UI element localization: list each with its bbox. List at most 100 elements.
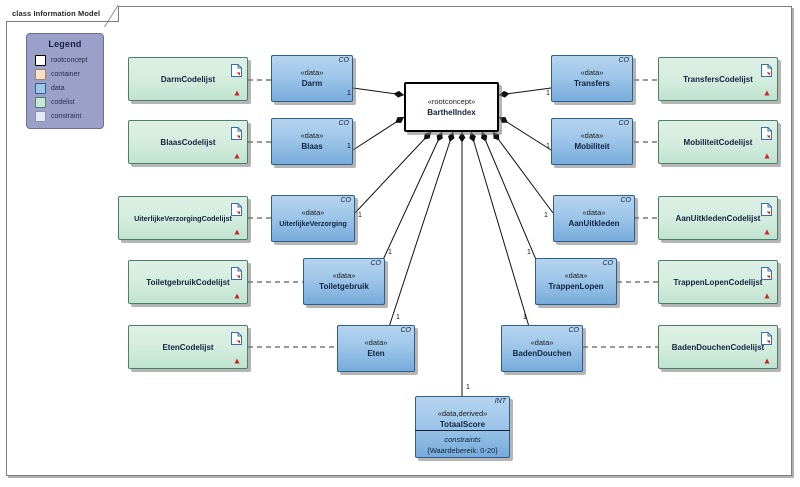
marker-icon — [234, 358, 240, 364]
node-label: BadenDouchenCodelijst — [658, 325, 792, 369]
document-icon — [761, 267, 772, 280]
legend-label-codelist: codelist — [51, 98, 75, 106]
stereotype: «data» — [564, 271, 588, 280]
codelist-uiterlijkeverzorgingcodelijst[interactable]: UiterlijkeVerzorgingCodelijst — [118, 196, 251, 243]
legend-title: Legend — [48, 39, 82, 49]
node-label: «data» Toiletgebruik — [303, 258, 385, 305]
stereotype: «data» — [582, 208, 606, 217]
node-body — [404, 82, 499, 132]
codelist-name-badendouchen: BadenDouchenCodelijst — [671, 342, 765, 352]
node-label: TrappenLopenCodelijst — [658, 260, 792, 304]
node-body — [535, 258, 617, 305]
stereotype: «data» — [580, 131, 604, 140]
legend-panel: Legend rootconcept container data codeli… — [26, 33, 104, 129]
stereotype: «data» — [300, 68, 324, 77]
class-transfers[interactable]: CO «data» Transfers — [551, 55, 636, 105]
legend-item-data: data — [35, 81, 103, 95]
multiplicity-transfers: 1 — [546, 90, 550, 97]
codelist-name-darm: DarmCodelijst — [160, 74, 216, 84]
node-body — [271, 55, 353, 102]
node-label: «data» BadenDouchen — [501, 325, 583, 372]
codelist-mobiliteitcodelijst[interactable]: MobiliteitCodelijst — [658, 120, 781, 167]
codelist-transferscodelijst[interactable]: TransfersCodelijst — [658, 57, 781, 104]
type-badge: CO — [370, 260, 382, 267]
codelist-toiletgebruikcodelijst[interactable]: ToiletgebruikCodelijst — [128, 260, 251, 307]
class-darm[interactable]: CO «data» Darm — [271, 55, 356, 105]
class-aanuitkleden[interactable]: CO «data» AanUitkleden — [553, 195, 638, 245]
node-label: «data» Blaas — [271, 118, 353, 165]
node-body — [553, 195, 635, 242]
multiplicity-totaalscore: 1 — [466, 384, 470, 391]
document-icon — [231, 64, 242, 77]
node-body — [658, 57, 778, 101]
marker-icon — [764, 90, 770, 96]
class-totaalscore[interactable]: INT «data,derived» TotaalScore constrain… — [415, 396, 513, 461]
codelist-blaascodelijst[interactable]: BlaasCodelijst — [128, 120, 251, 167]
stereotype: «data» — [364, 338, 388, 347]
type-badge: CO — [602, 260, 614, 267]
title-tab-notch — [104, 6, 118, 22]
stereotype: «data» — [580, 68, 604, 77]
multiplicity-badendouchen: 1 — [523, 314, 527, 321]
type-badge: CO — [620, 197, 632, 204]
legend-item-rootconcept: rootconcept — [35, 53, 103, 67]
type-badge: CO — [338, 120, 350, 127]
class-uiterlijkeverzorging[interactable]: CO «data» UiterlijkeVerzorging — [271, 195, 358, 245]
node-label: «data» AanUitkleden — [553, 195, 635, 242]
multiplicity-toiletgebruik: 1 — [388, 249, 392, 256]
codelist-etencodelijst[interactable]: EtenCodelijst — [128, 325, 251, 372]
multiplicity-mobiliteit: 1 — [546, 143, 550, 150]
stereotype: «data» — [301, 208, 325, 217]
marker-icon — [764, 153, 770, 159]
document-icon — [761, 64, 772, 77]
marker-icon — [764, 229, 770, 235]
multiplicity-aanuitkleden: 1 — [544, 212, 548, 219]
codelist-aanuitkledencodelijst[interactable]: AanUitkledenCodelijst — [658, 196, 781, 243]
codelist-name-trappenlopen: TrappenLopenCodelijst — [673, 277, 763, 287]
legend-item-constraint: constraint — [35, 109, 103, 123]
node-body — [128, 120, 248, 164]
class-trappenlopen[interactable]: CO «data» TrappenLopen — [535, 258, 620, 308]
marker-icon — [764, 293, 770, 299]
diagram-title-tab: class Information Model — [6, 6, 120, 22]
document-icon — [231, 332, 242, 345]
class-name-blaas: Blaas — [301, 142, 323, 151]
class-name-darm: Darm — [301, 79, 323, 88]
marker-icon — [234, 229, 240, 235]
class-blaas[interactable]: CO «data» Blaas — [271, 118, 356, 168]
type-badge: CO — [340, 197, 352, 204]
codelist-darmcodelijst[interactable]: DarmCodelijst — [128, 57, 251, 104]
legend-label-data: data — [51, 84, 65, 92]
node-label: AanUitkledenCodelijst — [658, 196, 792, 240]
codelist-badendouchencodelijst[interactable]: BadenDouchenCodelijst — [658, 325, 781, 372]
class-barthelindex[interactable]: «rootconcept» BarthelIndex — [404, 82, 502, 135]
node-body — [271, 118, 353, 165]
class-name-eten: Eten — [367, 349, 385, 358]
legend-label-rootconcept: rootconcept — [51, 56, 88, 64]
class-eten[interactable]: CO «data» Eten — [337, 325, 418, 375]
legend-swatch-data — [35, 82, 46, 94]
node-body — [658, 196, 778, 240]
class-badendouchen[interactable]: CO «data» BadenDouchen — [501, 325, 586, 375]
multiplicity-eten: 1 — [396, 314, 400, 321]
node-body — [501, 325, 583, 372]
diagram-title: class Information Model — [12, 9, 101, 18]
legend-swatch-rootconcept — [35, 54, 46, 66]
node-body — [128, 57, 248, 101]
codelist-name-mobiliteit: MobiliteitCodelijst — [683, 137, 753, 147]
multiplicity-blaas: 1 — [347, 143, 351, 150]
marker-icon — [764, 358, 770, 364]
type-badge: CO — [618, 57, 630, 64]
node-body — [303, 258, 385, 305]
stereotype-rootconcept: «rootconcept» — [427, 96, 476, 106]
class-toiletgebruik[interactable]: CO «data» Toiletgebruik — [303, 258, 388, 308]
legend-item-container: container — [35, 67, 103, 81]
codelist-trappenlopencodelijst[interactable]: TrappenLopenCodelijst — [658, 260, 781, 307]
class-mobiliteit[interactable]: CO «data» Mobiliteit — [551, 118, 636, 168]
node-label: DarmCodelijst — [128, 57, 262, 101]
node-label: EtenCodelijst — [128, 325, 262, 369]
node-body — [118, 196, 248, 240]
class-name-barthelindex: BarthelIndex — [427, 107, 476, 117]
stereotype: «data» — [332, 271, 356, 280]
